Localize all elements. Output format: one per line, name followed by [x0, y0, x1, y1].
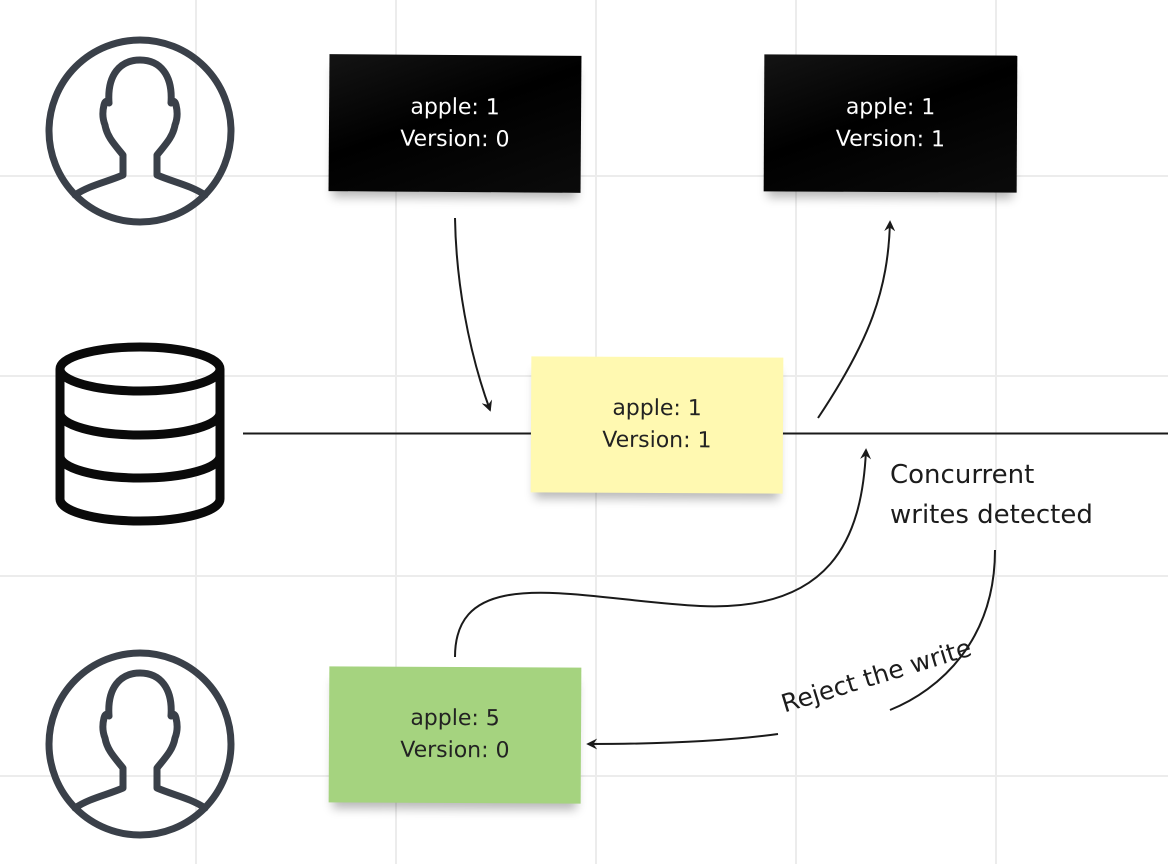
user-icon — [45, 36, 235, 226]
concurrent-label-line: writes detected — [890, 500, 1093, 530]
concurrent-label-line: Concurrent — [890, 460, 1035, 490]
note-version-line: Version: 0 — [400, 737, 510, 764]
client-a-result-note[interactable]: apple: 1 Version: 1 — [763, 54, 1018, 193]
database-icon — [55, 342, 225, 526]
read-arrow — [454, 217, 493, 412]
note-value-line: apple: 1 — [612, 395, 702, 422]
note-value-line: apple: 1 — [410, 94, 500, 120]
reject-arrow-tail — [586, 733, 779, 750]
update-arrow — [817, 220, 896, 419]
reject-write-label[interactable]: Reject the write — [777, 632, 975, 719]
user-icon — [45, 649, 235, 839]
reject-arrow — [889, 549, 996, 711]
note-value-line: apple: 5 — [410, 705, 500, 732]
note-version-line: Version: 0 — [400, 126, 510, 152]
database-record-note[interactable]: apple: 1 Version: 1 — [530, 356, 784, 494]
client-b-write-note[interactable]: apple: 5 Version: 0 — [328, 666, 582, 804]
note-version-line: Version: 1 — [602, 427, 712, 454]
note-value-line: apple: 1 — [845, 94, 936, 120]
note-version-line: Version: 1 — [835, 126, 946, 152]
concurrent-writes-label[interactable]: Concurrent writes detected — [890, 455, 1093, 535]
client-a-read-note[interactable]: apple: 1 Version: 0 — [328, 54, 582, 193]
